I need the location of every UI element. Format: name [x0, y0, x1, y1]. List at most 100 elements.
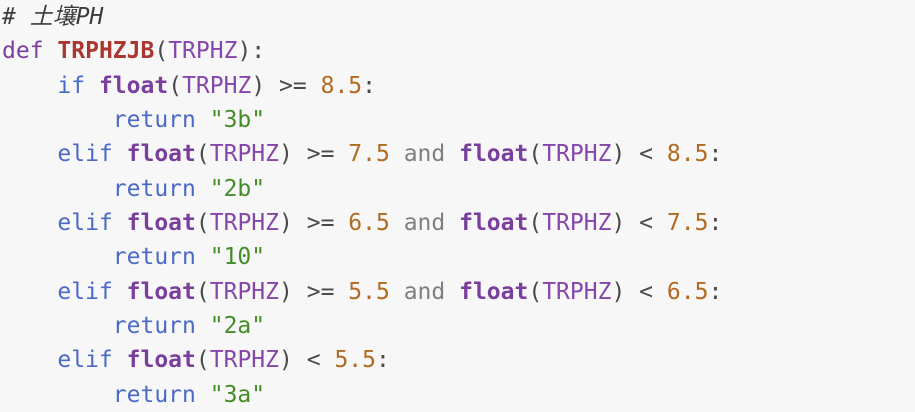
token-plain: [2, 313, 113, 339]
token-string: "3b": [209, 106, 266, 133]
token-variable: TRPHZ: [209, 141, 279, 168]
token-punct: (: [528, 278, 543, 305]
code-line: elif float(TRPHZ) >= 6.5 and float(TRPHZ…: [2, 206, 915, 240]
token-keyword: return: [112, 175, 196, 202]
token-plain: [113, 210, 127, 236]
token-punct: :: [362, 72, 376, 99]
token-plain: [113, 141, 127, 167]
token-plain: [2, 107, 113, 133]
code-line: return "3a": [2, 378, 915, 412]
token-plain: [625, 210, 639, 236]
token-plain: [445, 141, 459, 167]
token-logical: and: [403, 141, 446, 168]
token-plain: [2, 244, 113, 270]
token-punct: ): [279, 141, 293, 168]
token-number: 7.5: [348, 141, 390, 168]
token-punct: (: [528, 209, 543, 236]
token-punct: (: [195, 141, 210, 168]
token-keyword: if: [57, 72, 86, 99]
token-builtin: float: [459, 209, 529, 236]
token-variable: TRPHZ: [542, 278, 612, 305]
token-plain: [625, 141, 639, 167]
token-funcname: TRPHZJB: [57, 38, 155, 65]
token-plain: [625, 279, 639, 305]
token-plain: [196, 313, 210, 339]
token-plain: [293, 347, 307, 373]
token-punct: ): [611, 209, 626, 236]
code-line: elif float(TRPHZ) >= 5.5 and float(TRPHZ…: [2, 275, 915, 309]
token-plain: [2, 73, 57, 99]
token-punct: :: [375, 347, 390, 374]
code-line: return "3b": [2, 103, 915, 137]
token-variable: TRPHZ: [209, 278, 279, 305]
token-punct: ): [611, 278, 626, 305]
token-plain: [653, 279, 667, 305]
token-number: 6.5: [348, 209, 390, 236]
token-plain: [334, 279, 348, 305]
token-number: 5.5: [348, 278, 390, 305]
token-plain: [334, 210, 348, 236]
code-line: return "10": [2, 240, 915, 274]
token-plain: [265, 73, 279, 99]
token-punct: (: [195, 209, 210, 236]
token-comment: # 土壤PH: [2, 4, 104, 30]
token-plain: [2, 176, 113, 202]
token-plain: [196, 244, 210, 270]
token-plain: [653, 141, 667, 167]
token-plain: [293, 210, 307, 236]
token-plain: [196, 176, 210, 202]
token-plain: [390, 141, 404, 167]
token-builtin: float: [126, 347, 196, 374]
token-number: 8.5: [666, 141, 709, 168]
token-keyword: elif: [57, 209, 113, 236]
token-operator: <: [639, 209, 654, 236]
code-line: elif float(TRPHZ) >= 7.5 and float(TRPHZ…: [2, 137, 915, 171]
token-punct: (: [195, 278, 210, 305]
code-line: elif float(TRPHZ) < 5.5:: [2, 343, 915, 377]
token-punct: ): [611, 141, 626, 168]
token-keyword: return: [112, 244, 196, 271]
token-punct: ): [279, 347, 293, 374]
token-plain: [293, 279, 307, 305]
token-keyword: return: [112, 381, 196, 408]
token-plain: [2, 141, 57, 167]
token-plain: [196, 382, 210, 408]
token-punct: ): [251, 72, 266, 99]
token-plain: [85, 73, 99, 99]
token-string: "2a": [209, 312, 266, 339]
token-variable: TRPHZ: [182, 72, 252, 99]
token-punct: (: [168, 72, 183, 99]
token-variable: TRPHZ: [209, 347, 279, 374]
token-number: 7.5: [666, 209, 709, 236]
token-punct: (: [154, 38, 169, 65]
token-keyword: elif: [57, 141, 113, 168]
token-operator: <: [639, 278, 654, 305]
token-string: "10": [209, 244, 266, 271]
token-punct: :: [708, 209, 723, 236]
token-logical: and: [403, 209, 446, 236]
token-punct: :: [708, 141, 723, 168]
token-builtin: float: [459, 141, 529, 168]
token-operator: <: [639, 141, 654, 168]
token-plain: [2, 210, 57, 236]
token-number: 6.5: [666, 278, 709, 305]
token-punct: (: [528, 141, 543, 168]
token-builtin: float: [126, 209, 196, 236]
code-line: return "2a": [2, 309, 915, 343]
token-string: "2b": [209, 175, 266, 202]
token-number: 5.5: [334, 347, 376, 374]
token-plain: [293, 141, 307, 167]
token-builtin: float: [126, 141, 196, 168]
token-string: "3a": [209, 381, 266, 408]
code-line: # 土壤PH: [2, 0, 915, 34]
token-punct: (: [195, 347, 210, 374]
token-plain: [113, 347, 127, 373]
token-plain: [2, 382, 113, 408]
token-plain: [2, 279, 57, 305]
token-punct: ): [279, 278, 293, 305]
token-punct: ): [279, 209, 293, 236]
token-keyword: return: [112, 106, 196, 133]
token-keyword: return: [112, 312, 196, 339]
token-plain: [334, 141, 348, 167]
